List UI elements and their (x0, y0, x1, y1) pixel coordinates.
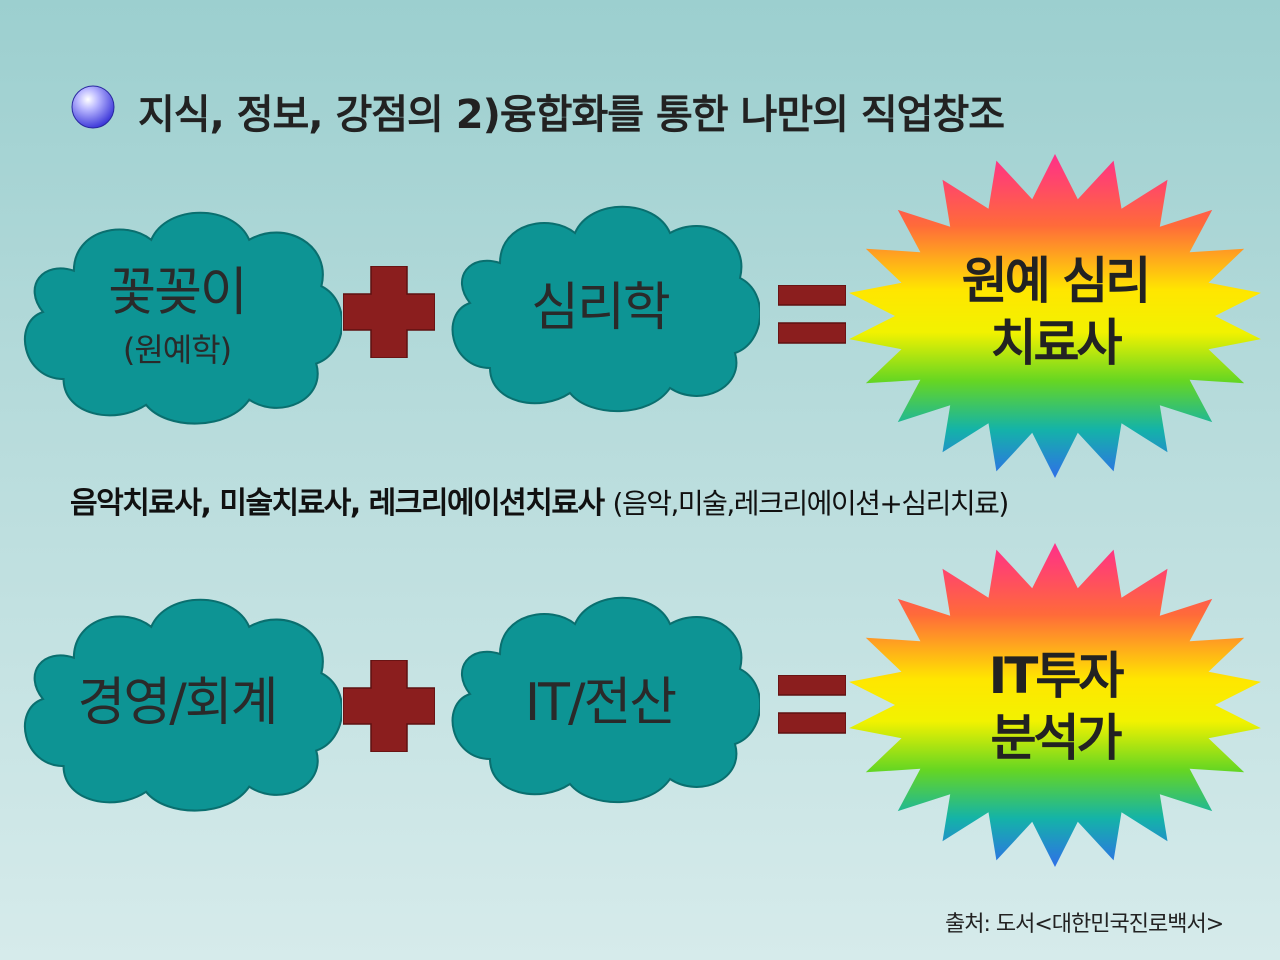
cloud-management-accounting-label: 경영/회계 (77, 673, 279, 733)
cloud-it-label: IT/전산 (524, 673, 677, 733)
plus-icon (343, 660, 435, 752)
related-jobs-bold: 음악치료사, 미술치료사, 레크리에이션치료사 (70, 486, 605, 521)
source-citation: 출처: 도서<대한민국진로백서> (945, 912, 1224, 937)
result-starburst-1 (849, 154, 1261, 478)
result-2-line1: IT투자 (988, 647, 1125, 705)
cloud-floristry-label: 꽃꽂이 (108, 263, 248, 323)
result-1-line1: 원예 심리 (961, 252, 1151, 310)
equals-icon (778, 675, 846, 734)
related-jobs-line: 음악치료사, 미술치료사, 레크리에이션치료사 (음악,미술,레크리에이션+심리… (70, 478, 1010, 522)
page-title: 지식, 정보, 강점의 2)융합화를 통한 나만의 직업창조 (138, 92, 1005, 138)
related-jobs-paren: (음악,미술,레크리에이션+심리치료) (612, 487, 1010, 520)
bullet-icon (71, 85, 115, 129)
equals-icon (778, 285, 846, 344)
result-starburst-2 (849, 543, 1261, 867)
result-2-line2: 분석가 (990, 709, 1123, 767)
cloud-floristry-sublabel: (원예학) (122, 331, 232, 369)
cloud-psychology-label: 심리학 (531, 278, 671, 338)
result-1-line2: 치료사 (990, 314, 1123, 372)
plus-icon (343, 266, 435, 358)
